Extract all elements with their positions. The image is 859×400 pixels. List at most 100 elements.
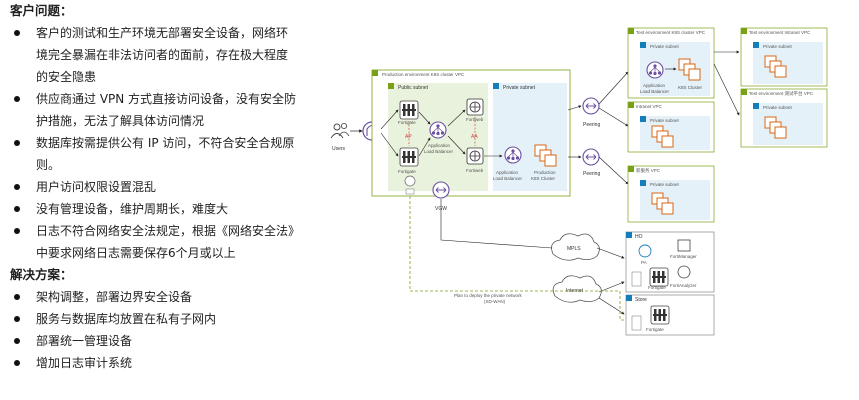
problem-item: 没有管理设备，维护周期长，难度大 <box>10 198 330 220</box>
subnet-icon <box>753 103 759 109</box>
intranet-vpc-label: Intranet VPC <box>636 104 663 109</box>
problems-title: 客户问题： <box>10 3 73 18</box>
production-label: Production <box>534 170 556 175</box>
vpc-icon <box>372 70 378 76</box>
aa-label: AA <box>471 134 478 140</box>
load-balancer-icon <box>646 61 664 79</box>
vpc-peering-link <box>713 63 740 116</box>
ho-label: HO <box>635 234 643 240</box>
bullet-icon <box>14 184 20 190</box>
peering-label: Peering <box>583 171 600 177</box>
test-platform-vpc-label: Test environment 测试平台 VPC <box>749 90 814 97</box>
device-icon <box>405 188 415 195</box>
problem-item: 用户访问权限设置混乱 <box>10 176 330 198</box>
bullet-icon <box>14 360 20 366</box>
fortigate-icon <box>650 305 670 325</box>
fg-to-alb-link <box>418 111 431 125</box>
fortimanager-icon <box>677 239 691 252</box>
problem-item: 数据库按需提供公有 IP 访问，不符合安全合规原 则。 <box>10 132 330 176</box>
private-subnet-label: Private subnet <box>650 44 680 49</box>
bullet-icon <box>14 140 20 146</box>
problem-line: 日志不符合网络安全法规定，根据《网络安全法》 <box>36 224 301 238</box>
peering-icon <box>582 148 600 166</box>
vgw-to-mpls-link <box>440 199 553 249</box>
k8s-cluster-label: K8S Cluster <box>531 176 556 181</box>
vgw-icon <box>432 181 450 199</box>
problem-item: 客户的测试和生产环境无部署安全设备，网络环 境完全暴漏在非法访问者的面前，存在极… <box>10 22 330 88</box>
problem-line: 护措施，无法了解具体访问情况 <box>36 114 205 128</box>
subnet-icon <box>753 42 759 48</box>
solution-line: 增加日志审计系统 <box>36 356 133 370</box>
solution-item: 服务与数据库均放置在私有子网内 <box>10 308 330 330</box>
private-subnet-label: Private subnet <box>503 85 536 91</box>
problem-line: 客户的测试和生产环境无部署安全设备，网络环 <box>36 26 289 40</box>
fortianalyzer-icon <box>677 265 691 279</box>
bullet-icon <box>14 96 20 102</box>
problem-line: 用户访问权限设置混乱 <box>36 180 157 194</box>
alb-label: Load Balancer <box>424 149 454 154</box>
vpc-icon <box>628 166 634 172</box>
solution-line: 部署统一管理设备 <box>36 334 133 348</box>
sdwan-label: (SD-WAN) <box>484 299 506 304</box>
solution-item: 部署统一管理设备 <box>10 330 330 352</box>
fortiweb-icon <box>466 98 484 116</box>
solution-item: 架构调整，部署边界安全设备 <box>10 286 330 308</box>
fortianalyzer-label: FortiAnalyzer <box>670 283 697 288</box>
vpc-icon <box>741 28 747 34</box>
users-icon <box>330 123 350 139</box>
subnet-icon <box>493 83 499 89</box>
fortigate-icon <box>399 147 419 167</box>
problem-item: 日志不符合网络安全法规定，根据《网络安全法》 中要求网络日志需要保存6个月或以上 <box>10 220 330 264</box>
peering-link <box>567 105 582 111</box>
bullet-icon <box>14 338 20 344</box>
private-subnet-label: Private subnet <box>763 44 793 49</box>
public-subnet-label: Public subnet <box>398 85 429 91</box>
fortiweb-icon <box>466 147 484 165</box>
subnet-icon <box>640 116 646 122</box>
vpc-icon <box>628 102 634 108</box>
peering-icon <box>582 97 600 115</box>
internet-label: Internet <box>566 288 584 294</box>
sdwan-plan-link <box>409 196 620 292</box>
subnet-icon <box>388 83 394 89</box>
solutions-title: 解决方案： <box>10 267 73 282</box>
fortigate-label: Fortigate <box>398 169 416 174</box>
peering-link <box>598 156 629 185</box>
private-subnet-label: Private subnet <box>650 182 680 187</box>
bullet-icon <box>14 316 20 322</box>
vpc-icon <box>628 28 634 34</box>
internet-cloud-icon <box>552 275 602 303</box>
problem-line: 的安全隐患 <box>36 70 97 84</box>
new-service-vpc-label: 新服务 VPC <box>636 167 661 174</box>
k8s-cluster-label: K8S Cluster <box>678 85 703 90</box>
pa-label: PA <box>641 260 647 265</box>
mpls-to-ho-link <box>596 247 625 259</box>
test-intranet-vpc-label: Test environment Intranet VPC <box>749 30 811 35</box>
pa-icon <box>638 244 652 258</box>
alb-to-fw-link <box>447 135 466 155</box>
private-subnet-label: Private subnet <box>763 105 793 110</box>
fortigate-icon <box>399 100 419 120</box>
igw-to-fg-link <box>380 132 399 157</box>
fortiweb-label: Fortiweb <box>466 168 484 173</box>
problem-line: 则。 <box>36 158 61 172</box>
site-icon <box>626 232 632 238</box>
solution-item: 增加日志审计系统 <box>10 352 330 374</box>
fortiweb-label: Fortiweb <box>466 117 484 122</box>
sdwan-label: Plan to deploy the private network <box>454 293 523 298</box>
problem-line: 没有管理设备，维护周期长，难度大 <box>36 202 229 216</box>
bullet-icon <box>14 228 20 234</box>
device-icon <box>631 271 642 287</box>
fortigate-icon <box>649 267 669 287</box>
users-label: Users <box>332 146 346 152</box>
vpc-icon <box>741 89 747 95</box>
private-subnet-label: Private subnet <box>650 118 680 123</box>
igw-to-fg-link <box>380 109 399 130</box>
store-label: Store <box>635 297 647 303</box>
problem-item: 供应商通过 VPN 方式直接访问设备，没有安全防 护措施，无法了解具体访问情况 <box>10 88 330 132</box>
alb-to-fw-link <box>447 109 466 127</box>
store-site-box <box>625 294 715 336</box>
production-vpc-label: Production environment K8S cluster VPC <box>382 72 465 77</box>
router-icon <box>404 175 416 187</box>
subnet-icon <box>640 42 646 48</box>
